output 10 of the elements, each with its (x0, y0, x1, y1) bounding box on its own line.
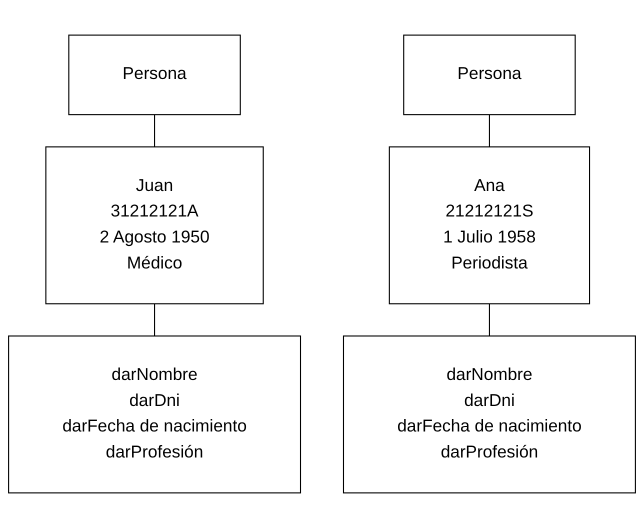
node-box: darNombre darDni darFecha de nacimiento darProfesión (342, 335, 636, 494)
node-box: Persona (403, 34, 576, 116)
connector (488, 114, 490, 147)
connector (488, 304, 490, 336)
node-box: darNombre darDni darFecha de nacimiento darProfesión (8, 335, 302, 494)
node-box: Ana 21212121S 1 Julio 1958 Periodista (388, 146, 590, 304)
node-box: Persona (68, 34, 241, 116)
node-box: Juan 31212121A 2 Agosto 1950 Médico (45, 146, 264, 304)
connector (154, 114, 156, 147)
connector (154, 304, 156, 336)
